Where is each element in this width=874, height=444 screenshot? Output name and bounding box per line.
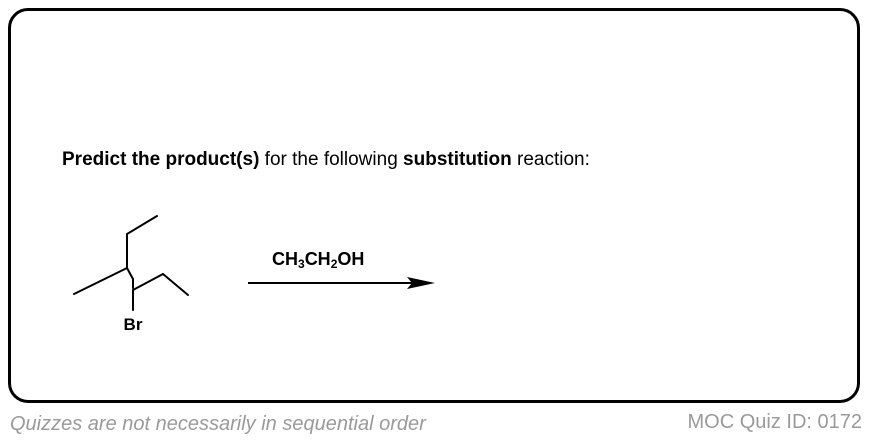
bond-propyl-1: [132, 273, 164, 291]
question-text-3: reaction:: [511, 149, 590, 170]
reaction-arrow: [248, 277, 435, 289]
quiz-id-label: MOC Quiz ID: 0172: [687, 411, 862, 433]
question-bold-2: substitution: [403, 149, 512, 170]
quiz-card: [8, 8, 860, 403]
reactant-structure: Br: [73, 215, 189, 334]
reagent-part: CH: [272, 249, 298, 269]
bond-methyl: [73, 267, 128, 295]
question-text-2: for the following: [259, 149, 404, 170]
reagent-part: CH: [304, 249, 331, 269]
reagent-subscript: 3: [298, 257, 305, 271]
reagent-label: CH3CH2OH: [272, 249, 364, 271]
reagent-subscript: 2: [330, 257, 338, 271]
bromine-label: Br: [124, 315, 143, 334]
bond-propyl-2: [162, 273, 189, 296]
question-bold-1: Predict the product(s): [62, 149, 260, 170]
bond-backbone: [126, 267, 134, 280]
footer-note: Quizzes are not necessarily in sequentia…: [10, 413, 426, 435]
reagent-part: OH: [337, 249, 365, 269]
question-text: Predict the product(s) for the following…: [62, 149, 590, 171]
bond-ethyl-top: [126, 215, 158, 235]
